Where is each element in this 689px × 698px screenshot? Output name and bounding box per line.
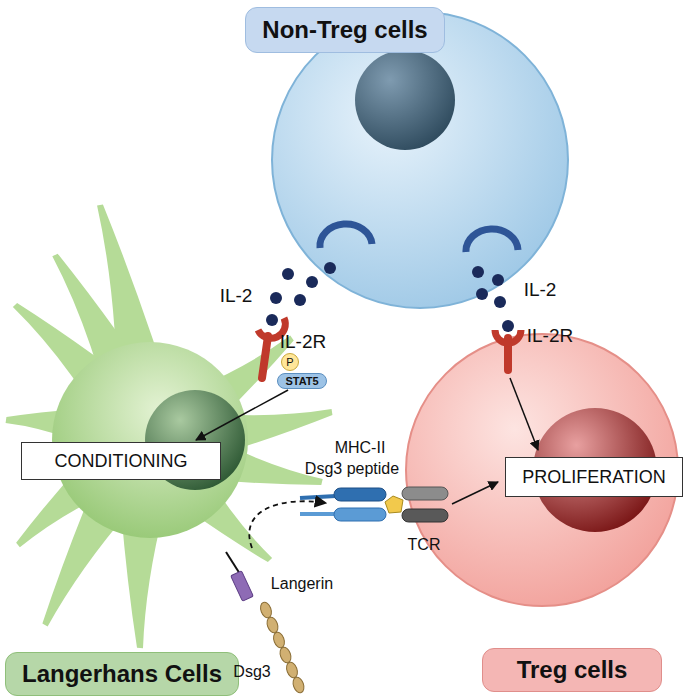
node-text: Langerhans Cells [22, 660, 222, 688]
part-label: MHC-II [335, 439, 386, 457]
langerin [231, 571, 254, 601]
mhc-tcr-complex [300, 487, 448, 522]
node-text: CONDITIONING [55, 451, 188, 472]
signal-arrow [196, 390, 288, 440]
nucleus [355, 50, 455, 150]
part-label: IL-2R [527, 325, 573, 347]
langerin-stalk [226, 552, 240, 574]
node-text: Treg cells [517, 656, 628, 684]
part-label: Dsg3 peptide [305, 460, 399, 478]
node-text: PROLIFERATION [522, 467, 666, 488]
processing-arrow [249, 501, 326, 548]
langerhans-cell [6, 204, 333, 648]
cell-type-label: Non-Treg cells [245, 7, 445, 53]
il2-molecules [270, 262, 506, 308]
node-text: Non-Treg cells [262, 16, 427, 44]
dsg3-chain [259, 601, 306, 694]
process-box: CONDITIONING [21, 442, 221, 480]
secretion-site [466, 229, 518, 252]
treg-cell [406, 334, 678, 606]
part-label: TCR [408, 536, 441, 554]
signal-arrow [452, 482, 498, 504]
node-text: P [286, 356, 293, 368]
non-treg-cell [272, 12, 568, 308]
stat5-protein: STAT5 [277, 373, 327, 389]
part-label: Langerin [271, 575, 333, 593]
part-label: IL-2 [220, 285, 253, 307]
part-label: Dsg3 [233, 663, 270, 681]
cell-type-label: Treg cells [482, 648, 662, 692]
il2-receptor [495, 320, 521, 370]
part-label: IL-2 [524, 279, 557, 301]
part-label: IL-2R [280, 331, 326, 353]
node-text: STAT5 [285, 375, 318, 387]
cell-type-label: Langerhans Cells [5, 652, 239, 696]
process-box: PROLIFERATION [505, 457, 683, 497]
secretion-site [320, 224, 372, 248]
phospho-mark: P [281, 353, 299, 371]
signal-arrow [510, 378, 538, 450]
